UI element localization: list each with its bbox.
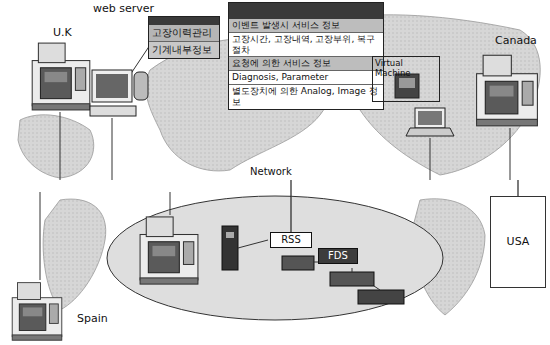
network-link <box>517 180 518 196</box>
country-label: U.K <box>52 26 73 39</box>
site-region <box>107 196 443 320</box>
box-text: 기계내부정보 <box>149 41 219 58</box>
module-block <box>330 272 374 286</box>
site-box: USA <box>490 196 546 288</box>
rss-box: RSS <box>270 232 312 248</box>
server-label: web server <box>92 2 155 15</box>
network-wire <box>40 45 510 280</box>
country-label: Spain <box>76 312 109 325</box>
machine-tool <box>32 43 90 110</box>
box-text: 요청에 의한 서비스 정보 <box>229 56 383 70</box>
module-block <box>358 290 404 304</box>
box-text: 고장시간, 고장내역, 고장부위, 복구절차 <box>229 32 383 57</box>
box-text: Virtual Machine <box>373 57 439 79</box>
box-text: Diagnosis, Parameter <box>229 70 383 84</box>
controller-display <box>226 232 234 238</box>
box-text: USA <box>491 235 545 248</box>
box-text: 이벤트 발생시 서비스 정보 <box>229 19 383 32</box>
network-link <box>290 180 291 232</box>
machine-tool <box>140 217 198 284</box>
server-computer <box>90 70 148 116</box>
service-info-box: 이벤트 발생시 서비스 정보고장시간, 고장내역, 고장부위, 복구절차요청에 … <box>228 2 384 110</box>
box-text: 고장이력관리 <box>149 25 219 41</box>
box-header <box>149 17 219 25</box>
bus-label: Network <box>250 166 292 178</box>
info-box: 고장이력관리기계내부정보 <box>148 16 220 59</box>
machine-tool <box>12 283 62 341</box>
box-text: 별도장치에 의한 Analog, Image 정보 <box>229 84 383 109</box>
country-label: Canada <box>494 34 538 47</box>
box-text: FDS <box>319 249 357 263</box>
module-block <box>282 256 314 270</box>
box-text: RSS <box>271 233 311 247</box>
virtual-machine-box: Virtual Machine <box>372 56 440 102</box>
controller-device <box>222 226 238 270</box>
laptop <box>406 108 454 136</box>
box-header <box>229 3 383 19</box>
machine-tool <box>477 55 538 126</box>
fds-box: FDS <box>318 248 358 264</box>
